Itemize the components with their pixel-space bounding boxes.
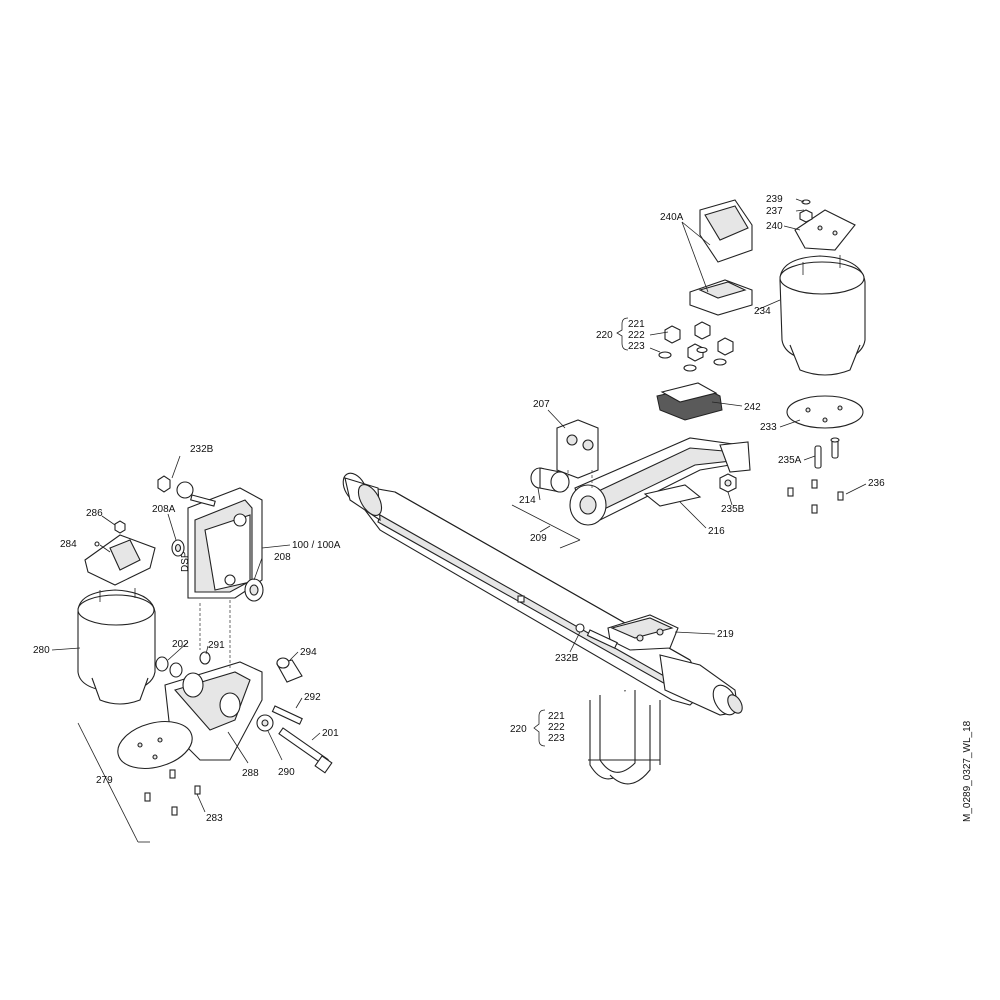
label-223-upper: 223 [628,341,645,352]
nut-208 [244,578,264,602]
label-223-lower: 223 [548,733,565,744]
label-201: 201 [322,728,339,739]
piston-plate-279 [117,721,193,769]
bushing-214 [530,467,570,493]
bracket-207 [556,419,599,490]
label-219: 219 [717,629,734,640]
leader-lines [51,198,867,843]
bushing-294 [276,657,303,683]
label-216: 216 [708,526,725,537]
washer-290 [256,714,274,732]
u-bolt-set-lower [588,690,661,785]
drawing-code: M_0289_0327_WL_18 [962,720,973,822]
nut-washer-set-upper [658,321,734,372]
label-240: 240 [766,221,783,232]
screw-set-236 [787,479,844,514]
label-280: 280 [33,645,50,656]
label-235A: 235A [778,455,802,466]
nut-set-202-291 [155,651,211,678]
label-242: 242 [744,402,761,413]
axle-beam [342,472,743,716]
label-208: 208 [274,552,291,563]
clamp-plate-242 [656,382,723,421]
label-221-lower: 221 [548,711,565,722]
label-209: 209 [530,533,547,544]
label-233: 233 [760,422,777,433]
label-222-upper: 222 [628,330,645,341]
bracket-240A [689,199,753,316]
bolt-201 [278,727,333,774]
piston-plate-233 [786,395,864,429]
label-214: 214 [519,495,536,506]
label-221-upper: 221 [628,319,645,330]
axle-seat-219 [575,614,679,651]
label-279: 279 [96,775,113,786]
label-220-upper: 220 [596,330,613,341]
plate-216 [643,484,702,507]
screw-set-283 [144,769,201,816]
label-290: 290 [278,767,295,778]
label-284: 284 [60,539,77,550]
label-207: 207 [533,399,550,410]
label-237: 237 [766,206,783,217]
label-286: 286 [86,508,103,519]
top-plate-284 [84,520,156,586]
top-plate-240 [794,199,856,251]
air-spring-234 [779,255,866,376]
pin-232B-upper [157,475,216,507]
label-288: 288 [242,768,259,779]
bolt-292 [271,705,303,725]
trailing-arm-209 [569,437,751,526]
label-240A: 240A [660,212,684,223]
label-232B-upper: 232B [190,444,214,455]
label-294: 294 [300,647,317,658]
label-220-lower: 220 [510,724,527,735]
label-222-lower: 222 [548,722,565,733]
svg-text:DSP: DSP [180,551,191,572]
label-292: 292 [304,692,321,703]
label-202: 202 [172,639,189,650]
air-spring-280 [77,588,156,705]
nut-235B [719,473,737,493]
label-291: 291 [208,640,225,651]
washer-208A [171,539,185,557]
label-235B: 235B [721,504,745,515]
part-labels: 232B 286 208A 284 100 / 100A 208 280 202… [33,194,973,824]
hanger-bracket-100: DSP [180,487,263,599]
bolt-235A [814,437,840,469]
trailing-arm-288 [164,600,263,761]
label-283: 283 [206,813,223,824]
label-208A: 208A [152,504,176,515]
label-100-100A: 100 / 100A [292,540,341,551]
label-239: 239 [766,194,783,205]
label-232B-mid: 232B [555,653,579,664]
label-236: 236 [868,478,885,489]
label-234: 234 [754,306,771,317]
